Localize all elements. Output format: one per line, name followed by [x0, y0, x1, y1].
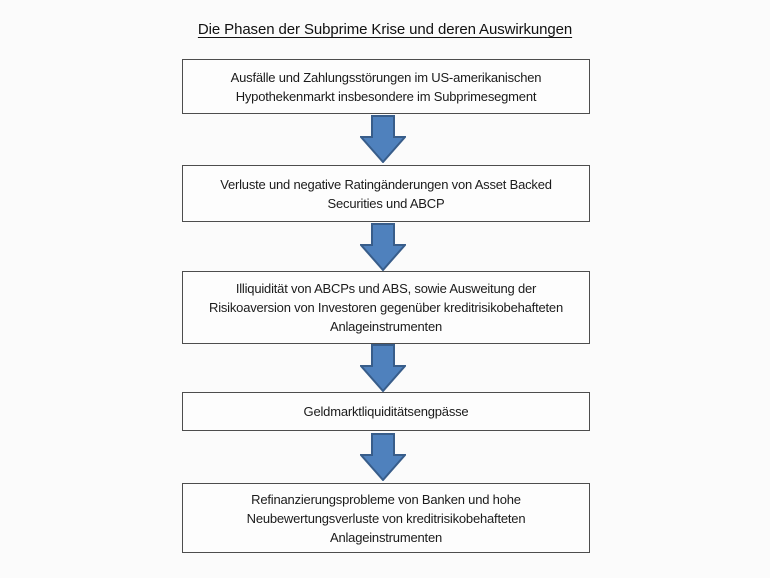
down-arrow-icon — [360, 115, 406, 163]
down-arrow-shape — [360, 344, 406, 392]
flow-box-phase-4: Geldmarktliquiditätsengpässe — [182, 392, 590, 431]
flow-box-phase-5: Refinanzierungsprobleme von Banken und h… — [182, 483, 590, 553]
flow-box-phase-2: Verluste und negative Ratingänderungen v… — [182, 165, 590, 222]
down-arrow-icon — [360, 223, 406, 271]
flow-box-phase-1: Ausfälle und Zahlungsstörungen im US-ame… — [182, 59, 590, 114]
down-arrow-icon — [360, 344, 406, 392]
page-title: Die Phasen der Subprime Krise und deren … — [197, 21, 573, 38]
down-arrow-icon — [360, 433, 406, 481]
down-arrow-shape — [360, 223, 406, 271]
down-arrow-shape — [360, 115, 406, 163]
down-arrow-shape — [360, 433, 406, 481]
flow-box-phase-3: Illiquidität von ABCPs und ABS, sowie Au… — [182, 271, 590, 344]
